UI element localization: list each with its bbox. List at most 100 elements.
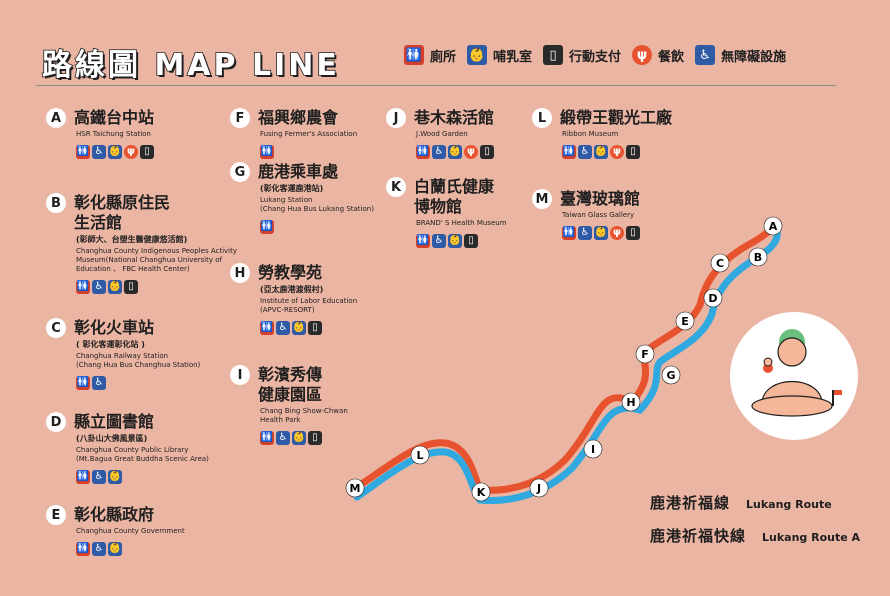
- station-name: 彰化縣原住民 生活館: [74, 193, 171, 232]
- station-facilities: 🚻: [260, 145, 357, 159]
- legend-pay: ▯ 行動支付: [543, 45, 621, 65]
- station-letter-badge: F: [230, 108, 250, 128]
- route-name-zh: 鹿港祈福快線: [650, 527, 747, 545]
- map-marker-circle: [621, 392, 641, 412]
- dining-icon: ψ: [464, 145, 478, 159]
- map-marker-b: B: [748, 247, 768, 267]
- station-name: 巷木森活館: [414, 108, 495, 127]
- station-subtitle: ( 彰化客運彰化站 ): [76, 340, 145, 349]
- toilet-icon: 🚻: [416, 234, 430, 248]
- map-marker-d: D: [703, 288, 723, 308]
- station-english-name: Chang Bing Show-Chwan Health Park: [260, 407, 348, 424]
- nursing-room-icon: 👶: [594, 145, 608, 159]
- toilet-icon: 🚻: [260, 145, 274, 159]
- map-marker-k: K: [471, 482, 491, 502]
- route-name-en: Lukang Route A: [762, 531, 861, 544]
- station-letter-badge: D: [46, 412, 66, 432]
- station-facilities: 🚻♿👶: [76, 542, 185, 556]
- station-j: J 巷木森活館 J.Wood Garden 🚻♿👶ψ▯: [386, 108, 494, 159]
- map-marker-label: J: [536, 482, 541, 495]
- map-marker-j: J: [529, 478, 549, 498]
- station-facilities: 🚻♿👶: [76, 470, 209, 484]
- mobile-payment-icon: ▯: [480, 145, 494, 159]
- map-marker-circle: [763, 216, 783, 236]
- station-facilities: 🚻♿👶▯: [416, 234, 507, 248]
- map-marker-l: L: [410, 445, 430, 465]
- map-marker-label: A: [769, 220, 778, 233]
- station-name: 勞教學苑: [258, 263, 323, 282]
- route-legend: 鹿港祈福線 Lukang Route 鹿港祈福快線 Lukang Route A: [650, 492, 860, 546]
- mobile-payment-icon: ▯: [626, 145, 640, 159]
- route-blue-line: [353, 221, 781, 505]
- station-letter-badge: J: [386, 108, 406, 128]
- station-facilities: 🚻♿👶▯: [260, 321, 357, 335]
- station-letter-badge: K: [386, 177, 406, 197]
- station-letter-badge: H: [230, 263, 250, 283]
- station-name: 緞帶王觀光工廠: [560, 108, 673, 127]
- accessible-icon: ♿: [276, 321, 290, 335]
- accessible-icon: ♿: [276, 431, 290, 445]
- accessible-icon: ♿: [578, 145, 592, 159]
- station-english-name: Changhua Railway Station (Chang Hua Bus …: [76, 352, 201, 369]
- station-facilities: 🚻♿👶ψ▯: [76, 145, 154, 159]
- map-marker-f: F: [635, 344, 655, 364]
- station-english-name: Institute of Labor Education (APVC-RESOR…: [260, 297, 358, 314]
- station-english-name: J.Wood Garden: [416, 130, 468, 138]
- station-facilities: 🚻♿👶ψ▯: [416, 145, 494, 159]
- map-marker-label: H: [626, 396, 635, 409]
- accessible-icon: ♿: [92, 145, 106, 159]
- legend-nursing: 👶 哺乳室: [467, 45, 532, 65]
- accessible-icon: ♿: [695, 45, 716, 65]
- nursing-room-icon: 👶: [594, 226, 608, 240]
- station-english-name: Taiwan Glass Gallery: [562, 211, 635, 219]
- accessible-icon: ♿: [92, 470, 106, 484]
- map-marker-label: G: [666, 369, 675, 382]
- station-letter-badge: M: [532, 189, 552, 209]
- route-name-zh: 鹿港祈福線: [650, 494, 731, 512]
- accessible-icon: ♿: [432, 145, 446, 159]
- accessible-icon: ♿: [578, 226, 592, 240]
- station-subtitle: (彰化客運鹿港站): [260, 184, 324, 193]
- map-marker-h: H: [621, 392, 641, 412]
- map-marker-m: M: [345, 478, 365, 498]
- station-subtitle: (彰師大、台塑生醫健康悠活館): [76, 235, 188, 244]
- nursing-room-icon: 👶: [448, 145, 462, 159]
- mobile-payment-icon: ▯: [124, 280, 138, 294]
- station-letter-badge: L: [532, 108, 552, 128]
- station-letter-badge: G: [230, 162, 250, 182]
- mobile-payment-icon: ▯: [543, 45, 564, 65]
- map-marker-label: E: [681, 315, 689, 328]
- station-letter-badge: C: [46, 318, 66, 338]
- station-name: 福興鄉農會: [258, 108, 339, 127]
- legend-toilet-label: 廁所: [430, 49, 457, 65]
- station-name: 縣立圖書館: [74, 412, 155, 431]
- station-facilities: 🚻♿👶ψ▯: [562, 226, 640, 240]
- nursing-room-icon: 👶: [467, 45, 488, 65]
- toilet-icon: 🚻: [260, 220, 274, 234]
- nursing-room-icon: 👶: [448, 234, 462, 248]
- map-marker-circle: [748, 247, 768, 267]
- toilet-icon: 🚻: [76, 376, 90, 390]
- mobile-payment-icon: ▯: [464, 234, 478, 248]
- map-marker-label: B: [754, 251, 762, 264]
- map-marker-label: K: [477, 486, 486, 499]
- station-subtitle: (亞太鹿港渡假村): [260, 285, 324, 294]
- buddha-illustration: [730, 312, 858, 440]
- legend-pay-label: 行動支付: [569, 49, 622, 65]
- mobile-payment-icon: ▯: [140, 145, 154, 159]
- map-marker-circle: [410, 445, 430, 465]
- map-marker-c: C: [710, 253, 730, 273]
- map-marker-e: E: [675, 311, 695, 331]
- station-facilities: 🚻♿👶ψ▯: [562, 145, 672, 159]
- toilet-icon: 🚻: [260, 321, 274, 335]
